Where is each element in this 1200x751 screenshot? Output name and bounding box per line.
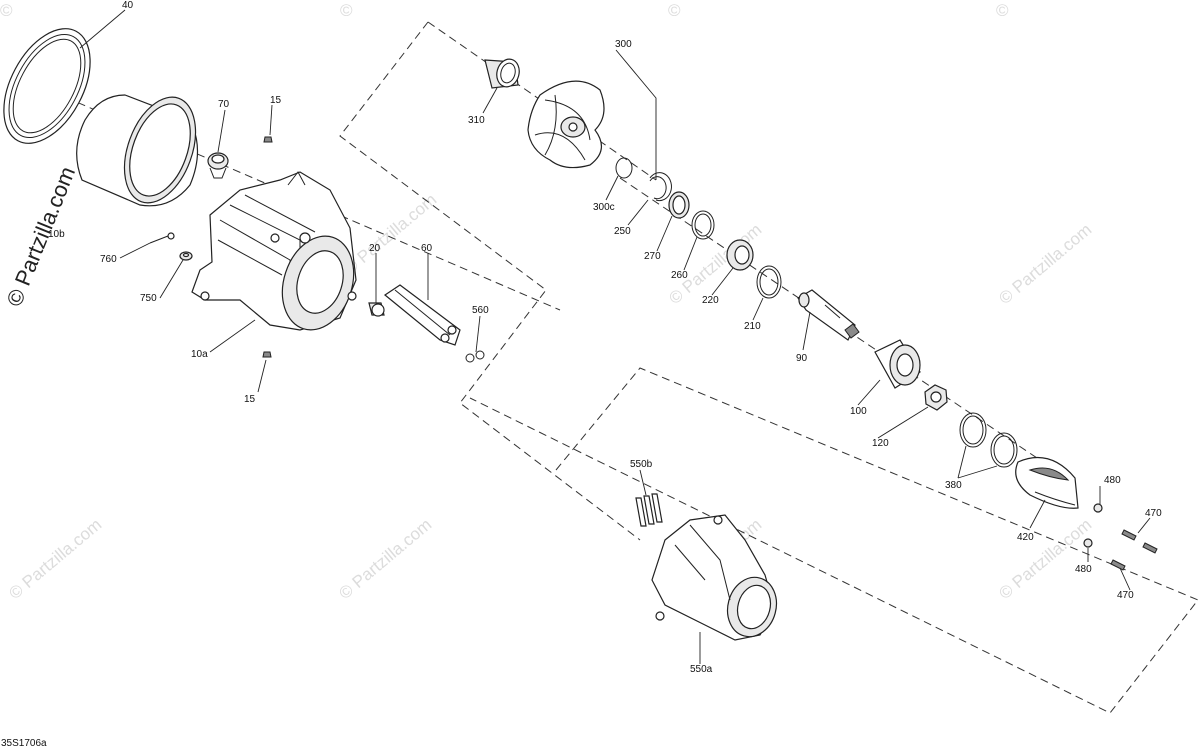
callout-250: 250 (614, 226, 631, 237)
part-60-steering-lever (383, 284, 461, 346)
callout-760: 760 (100, 254, 117, 265)
part-550a-nozzle (651, 514, 778, 641)
part-70-plug (207, 152, 229, 179)
callout-20: 20 (369, 243, 381, 254)
callout-40: 40 (122, 0, 134, 11)
watermark-tile: © Partzilla.com (340, 190, 440, 278)
callout-550b: 550b (630, 459, 653, 470)
callout-260: 260 (671, 270, 688, 281)
callout-310: 310 (468, 115, 485, 126)
watermark-tile: © Partzilla.com (995, 220, 1095, 308)
callout-750: 750 (140, 293, 157, 304)
watermark-tile: © Partzilla.com (335, 515, 435, 603)
part-750-washer (179, 251, 193, 261)
callout-300c: 300c (593, 202, 615, 213)
callout-90: 90 (796, 353, 808, 364)
assembly-outlines (29, 21, 1199, 714)
callout-120: 120 (872, 438, 889, 449)
watermark-tile: © Partzilla.com (5, 515, 105, 603)
part-15-screw-bottom (262, 351, 272, 358)
part-300-impeller (527, 80, 605, 169)
watermark-side: © Partzilla.com (1, 163, 80, 310)
watermark-tile: © Partzilla.com (995, 515, 1095, 603)
callout-labels: 40 10b 70 15 760 750 10a 15 20 60 560 30… (48, 0, 1162, 675)
housing-outline (339, 21, 641, 541)
watermark-corner: © (340, 1, 353, 20)
watermark-corner: © (0, 1, 13, 20)
callout-15-bottom: 15 (244, 394, 256, 405)
callout-560: 560 (472, 305, 489, 316)
callout-550a: 550a (690, 664, 713, 675)
watermark-corner: © (668, 1, 681, 20)
callout-470-top: 470 (1145, 508, 1162, 519)
part-380-orings (959, 412, 1018, 468)
callout-10b: 10b (48, 229, 65, 240)
figure-code: 35S1706a (1, 738, 47, 749)
part-560-orings (465, 350, 485, 363)
part-40-wear-ring-clamp (3, 28, 91, 144)
part-15-screw-top (263, 136, 273, 143)
part-470-screws (1110, 529, 1158, 571)
part-10a-pump-housing (191, 171, 357, 331)
callout-480-bottom: 480 (1075, 564, 1092, 575)
part-100-bearing (874, 339, 921, 389)
part-270-washer (668, 191, 690, 219)
callout-270: 270 (644, 251, 661, 262)
part-220-seal (726, 239, 754, 271)
callout-220: 220 (702, 295, 719, 306)
callout-10a: 10a (191, 349, 208, 360)
part-480-washer-top (1093, 503, 1103, 513)
callout-470-bottom: 470 (1117, 590, 1134, 601)
callout-420: 420 (1017, 532, 1034, 543)
leader-lines (79, 9, 1151, 664)
part-90-shaft (797, 289, 860, 341)
callout-15-top: 15 (270, 95, 282, 106)
callout-480-top: 480 (1104, 475, 1121, 486)
part-10b-wear-ring (76, 94, 199, 207)
part-120-nut (924, 384, 948, 411)
callout-300: 300 (615, 39, 632, 50)
impeller-outline (427, 21, 657, 181)
part-480-washer-bottom (1083, 538, 1093, 548)
callout-100: 100 (850, 406, 867, 417)
callout-60: 60 (421, 243, 433, 254)
part-250-circlip (649, 172, 672, 202)
part-550b-pins (635, 493, 663, 527)
callout-70: 70 (218, 99, 230, 110)
part-260-oring (691, 210, 715, 240)
watermark-corner: © (996, 1, 1009, 20)
part-20-bushing (368, 302, 385, 317)
part-420-cap (1015, 456, 1079, 509)
callout-380: 380 (945, 480, 962, 491)
part-760-pin (149, 232, 175, 244)
part-210-oring (756, 265, 782, 299)
part-300c-ring (615, 157, 633, 179)
callout-210: 210 (744, 321, 761, 332)
part-310-sleeve (484, 58, 520, 89)
